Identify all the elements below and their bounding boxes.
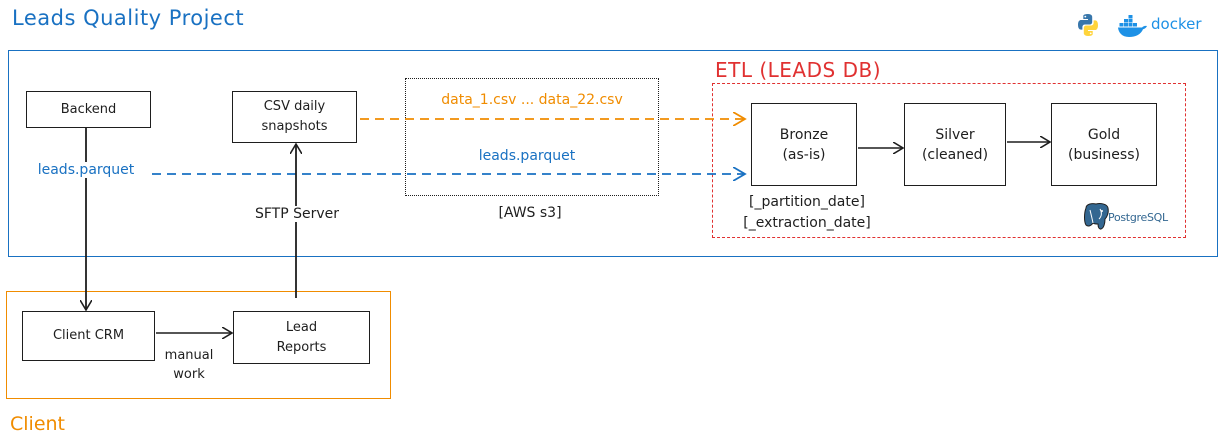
page-title: Leads Quality Project [12,6,245,30]
postgresql-logo-icon: PostgreSQL [1080,202,1180,232]
bronze-columns-label: [_partition_date] [_extraction_date] [743,194,871,231]
lead-reports-node: Lead Reports [233,311,370,364]
etl-container [712,83,1186,238]
postgresql-logo-text: PostgreSQL [1108,211,1168,224]
sftp-server-label: SFTP Server [240,206,354,222]
python-logo-icon [1075,12,1101,38]
docker-logo-text: docker [1151,15,1202,33]
silver-node: Silver (cleaned) [904,103,1006,186]
backend-node: Backend [26,91,151,128]
gold-node: Gold (business) [1051,103,1157,186]
client-label: Client [10,413,66,435]
docker-logo-icon: docker [1118,12,1208,38]
leads-parquet-s3-label: leads.parquet [478,148,576,164]
etl-label: ETL (LEADS DB) [715,58,881,82]
client-crm-node: Client CRM [22,311,155,361]
client-container [6,291,391,399]
csv-snapshots-node: CSV daily snapshots [232,91,357,143]
aws-s3-container [405,78,659,196]
leads-parquet-backend-label: leads.parquet [26,162,146,178]
manual-work-label: manual work [164,348,214,382]
project-container [8,50,1218,257]
aws-s3-label: [AWS s3] [498,205,562,221]
bronze-node: Bronze (as-is) [751,103,857,186]
data-files-label: data_1.csv ... data_22.csv [441,92,623,108]
